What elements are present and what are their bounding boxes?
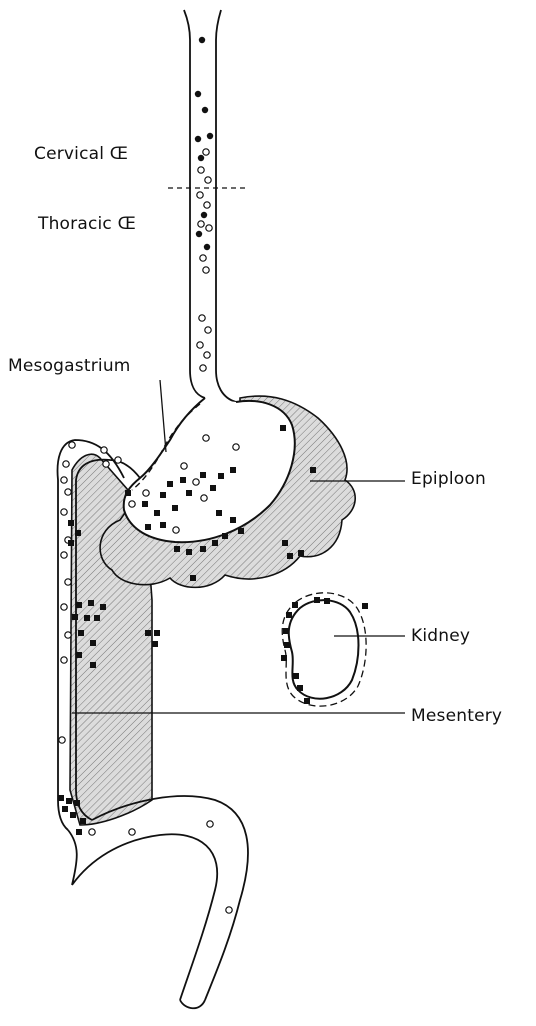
label-cervical-oesophagus: Cervical Œ bbox=[34, 144, 128, 164]
label-mesentery: Mesentery bbox=[411, 706, 502, 726]
label-mesogastrium: Mesogastrium bbox=[8, 356, 131, 376]
label-thoracic-oesophagus: Thoracic Œ bbox=[38, 214, 136, 234]
lower-intestine-end bbox=[180, 1000, 205, 1008]
label-epiploon: Epiploon bbox=[411, 469, 486, 489]
leader-mesogastrium bbox=[160, 380, 166, 452]
kidney-outline bbox=[289, 600, 359, 699]
filled-circle-markers bbox=[195, 37, 213, 250]
label-kidney: Kidney bbox=[411, 626, 470, 646]
lower-intestine bbox=[68, 796, 248, 1000]
